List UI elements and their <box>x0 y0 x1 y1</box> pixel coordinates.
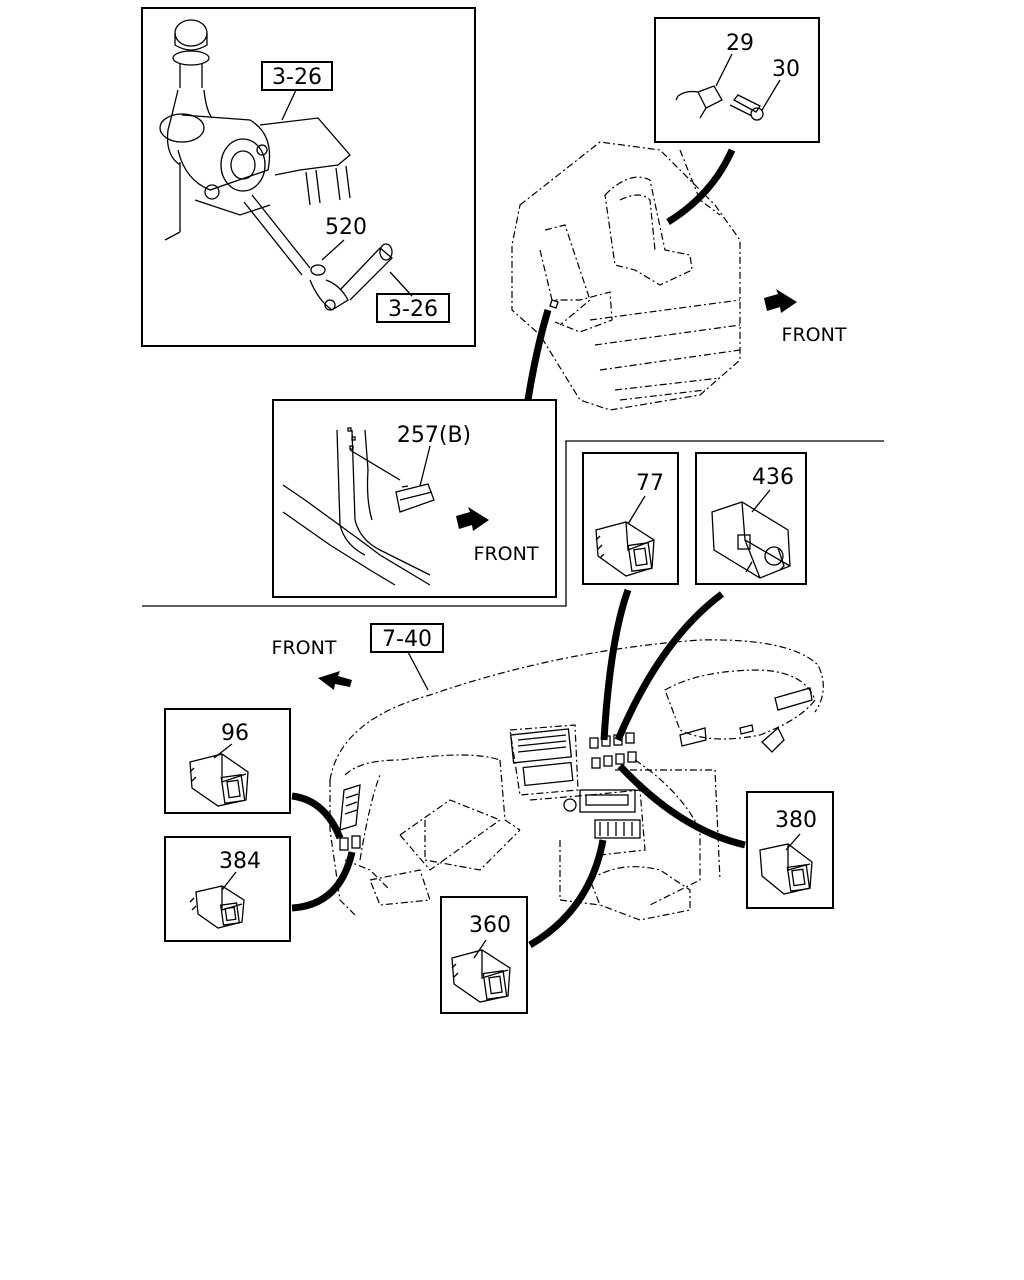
panel-switch-360: 360 <box>440 896 528 1014</box>
panel-switch-436: 436 <box>695 452 807 585</box>
ref-box-3-26-upper <box>261 61 333 91</box>
front-arrow-inset: FRONT <box>456 507 539 565</box>
front-arrow-cab: FRONT <box>764 289 847 346</box>
section-divider <box>142 440 884 607</box>
front-label-cab: FRONT <box>782 324 847 346</box>
panel-part-257b: 257(B) FRONT <box>272 399 557 598</box>
door-frame-illustration <box>282 427 435 586</box>
pointer-384 <box>291 851 356 912</box>
hose-illustration <box>243 194 393 311</box>
panel-switch-77: 77 <box>582 452 679 585</box>
ref-box-3-26-lower <box>376 293 450 323</box>
pointer-96 <box>291 792 344 840</box>
callout-436: 436 <box>752 465 794 490</box>
callout-520: 520 <box>325 215 367 240</box>
motor-illustration <box>159 113 351 241</box>
panel-switch-96: 96 <box>164 708 291 814</box>
ref-7-40: 7-40 <box>382 627 432 652</box>
left-switches <box>339 835 361 851</box>
radio-unit <box>563 789 641 839</box>
callout-360: 360 <box>469 913 511 938</box>
ref-3-26-lower: 3-26 <box>388 297 438 322</box>
switch-77-illustration <box>595 521 655 577</box>
panel-pump-assembly: 3-26 520 3-26 <box>141 7 476 347</box>
callout-380: 380 <box>775 808 817 833</box>
pointer-257b <box>524 308 552 401</box>
switch-436-illustration <box>711 501 791 579</box>
switch-cluster <box>589 732 637 769</box>
switch-360-illustration <box>451 949 511 1003</box>
pointer-360 <box>528 839 607 949</box>
switch-96-illustration <box>189 753 249 807</box>
switch-384-illustration <box>189 885 245 929</box>
cab-illustration <box>511 141 741 411</box>
front-arrow-dash: FRONT <box>272 637 352 690</box>
right-vent <box>679 687 813 753</box>
callout-30: 30 <box>772 57 800 82</box>
front-label-inset: FRONT <box>474 543 539 565</box>
ref-box-7-40 <box>370 623 444 653</box>
callout-77: 77 <box>636 471 664 496</box>
pointer-29-30 <box>666 148 736 225</box>
callout-257b: 257(B) <box>397 423 471 448</box>
panel-switch-384: 384 <box>164 836 291 942</box>
ref-3-26-upper: 3-26 <box>272 65 322 90</box>
pointer-436 <box>614 591 725 742</box>
callout-29: 29 <box>726 31 754 56</box>
front-label-dash: FRONT <box>272 637 337 659</box>
bracket-illustration <box>675 85 764 121</box>
dashboard-illustration <box>329 639 824 921</box>
left-vent <box>339 784 361 831</box>
panel-switch-380: 380 <box>746 791 834 909</box>
switch-380-illustration <box>759 843 813 895</box>
filler-cap-illustration <box>166 19 213 166</box>
callout-96: 96 <box>221 721 249 746</box>
panel-parts-29-30: 29 30 <box>654 17 820 143</box>
center-vent <box>509 728 574 787</box>
callout-384: 384 <box>219 849 261 874</box>
pointer-77 <box>600 588 632 741</box>
pointer-380 <box>617 763 746 849</box>
